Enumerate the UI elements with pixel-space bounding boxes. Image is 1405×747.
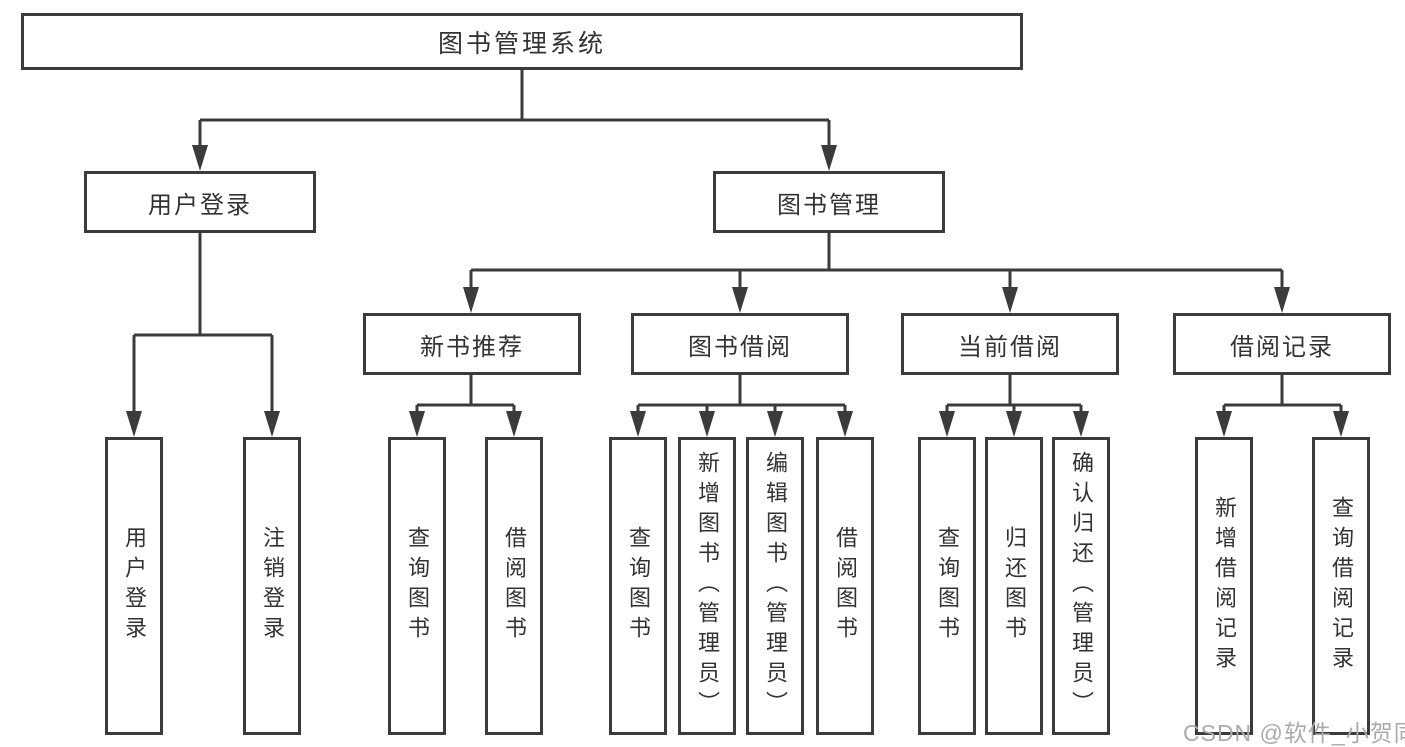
arrow-head	[699, 411, 715, 437]
edge-line	[1222, 375, 1343, 413]
arrow-head	[264, 411, 280, 437]
node-leaf-confirm-return-admin: 确认归还（管理员）	[1052, 437, 1110, 735]
arrow-head	[821, 145, 837, 171]
edge-line	[415, 375, 516, 413]
node-label: 查询借阅记录	[1329, 496, 1354, 676]
node-label: 注销登录	[260, 526, 285, 646]
arrow-head	[767, 411, 783, 437]
arrow-head	[1333, 411, 1349, 437]
node-borrow-records: 借阅记录	[1173, 313, 1391, 375]
node-label: 借阅图书	[502, 526, 527, 646]
node-label: 新增图书（管理员）	[695, 451, 720, 721]
node-label: 当前借阅	[958, 333, 1062, 361]
node-leaf-query-books-current: 查询图书	[918, 437, 976, 735]
node-label: 借阅记录	[1230, 333, 1334, 361]
node-label: 新书推荐	[420, 333, 524, 361]
node-label: 确认归还（管理员）	[1069, 451, 1094, 721]
node-leaf-return-books: 归还图书	[985, 437, 1043, 735]
edge-line	[945, 375, 1083, 413]
node-leaf-user-login: 用户登录	[105, 437, 163, 735]
arrow-head	[192, 145, 208, 171]
node-label: 编辑图书（管理员）	[763, 451, 788, 721]
arrow-head	[1006, 411, 1022, 437]
edge-book-management-to-level3	[463, 233, 1290, 313]
edge-line	[198, 70, 831, 147]
node-label: 图书管理系统	[437, 29, 606, 58]
node-root-library-system: 图书管理系统	[21, 13, 1023, 70]
arrow-head	[732, 287, 748, 313]
arrow-head	[630, 411, 646, 437]
node-user-login: 用户登录	[84, 171, 316, 233]
node-leaf-edit-books-admin: 编辑图书（管理员）	[746, 437, 804, 735]
node-current-borrow: 当前借阅	[901, 313, 1119, 375]
arrow-head	[939, 411, 955, 437]
edge-line	[132, 233, 274, 413]
arrow-head	[1073, 411, 1089, 437]
node-label: 查询图书	[405, 526, 430, 646]
edge-user-login-to-leaves	[126, 233, 280, 437]
edge-current-borrow-to-leaves	[939, 375, 1089, 437]
node-label: 用户登录	[122, 526, 147, 646]
watermark: CSDN @软件_小贺同学	[1183, 720, 1405, 746]
node-new-book-recommend: 新书推荐	[363, 313, 581, 375]
arrow-head	[1216, 411, 1232, 437]
edge-book-borrow-to-leaves	[630, 375, 853, 437]
node-leaf-borrow-books-recommend: 借阅图书	[485, 437, 543, 735]
edge-line	[469, 233, 1284, 289]
arrow-head	[837, 411, 853, 437]
arrow-head	[1274, 287, 1290, 313]
edge-borrow-records-to-leaves	[1216, 375, 1349, 437]
node-leaf-borrow-books: 借阅图书	[816, 437, 874, 735]
node-label: 查询图书	[626, 526, 651, 646]
node-leaf-query-books-borrow: 查询图书	[609, 437, 667, 735]
edge-new-book-recommend-to-leaves	[409, 375, 522, 437]
node-leaf-query-books-recommend: 查询图书	[388, 437, 446, 735]
node-label: 用户登录	[148, 191, 252, 219]
arrow-head	[463, 287, 479, 313]
node-label: 新增借阅记录	[1212, 496, 1237, 676]
node-label: 图书管理	[777, 191, 881, 219]
node-label: 查询图书	[935, 526, 960, 646]
arrow-head	[409, 411, 425, 437]
arrow-head	[506, 411, 522, 437]
edge-root-to-level2	[192, 70, 837, 171]
node-label: 借阅图书	[833, 526, 858, 646]
node-leaf-add-books-admin: 新增图书（管理员）	[678, 437, 736, 735]
node-book-management: 图书管理	[713, 171, 945, 233]
node-label: 图书借阅	[688, 333, 792, 361]
node-book-borrow: 图书借阅	[631, 313, 849, 375]
node-label: 归还图书	[1002, 526, 1027, 646]
node-leaf-add-borrow-record: 新增借阅记录	[1195, 437, 1253, 735]
arrow-head	[126, 411, 142, 437]
edge-line	[636, 375, 847, 413]
arrow-head	[1002, 287, 1018, 313]
node-leaf-query-borrow-record: 查询借阅记录	[1312, 437, 1370, 735]
node-leaf-logout: 注销登录	[243, 437, 301, 735]
